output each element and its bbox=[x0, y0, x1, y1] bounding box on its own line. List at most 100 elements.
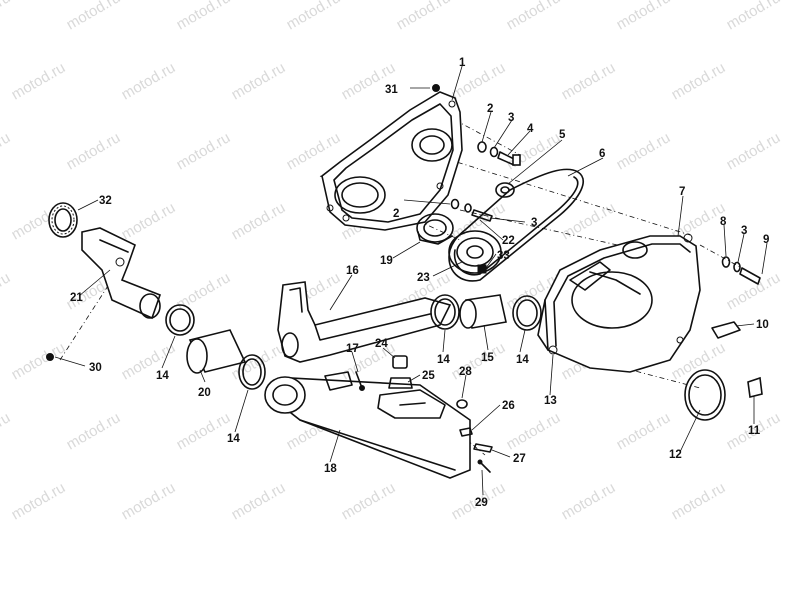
pulley-hub-23 bbox=[448, 230, 502, 274]
watermark-text-47: motod.ru bbox=[174, 409, 234, 453]
callout-14-bottom: 14 bbox=[227, 433, 240, 445]
gasket-disc-12 bbox=[684, 369, 726, 421]
leader-lines bbox=[54, 62, 768, 496]
watermark-text-7: motod.ru bbox=[724, 0, 784, 33]
callout-19: 19 bbox=[380, 255, 393, 267]
watermark-text-22: motod.ru bbox=[724, 129, 784, 173]
hose-clamp-lower-left bbox=[165, 304, 195, 336]
callout-28: 28 bbox=[459, 366, 472, 378]
watermark-text-53: motod.ru bbox=[9, 479, 69, 523]
callout-1: 1 bbox=[459, 57, 466, 69]
plug-28 bbox=[456, 399, 468, 409]
watermark-text-2: motod.ru bbox=[174, 0, 234, 33]
callout-26: 26 bbox=[502, 400, 515, 412]
watermark-text-16: motod.ru bbox=[64, 129, 124, 173]
callout-17: 17 bbox=[346, 343, 359, 355]
pin-27 bbox=[473, 443, 493, 453]
watermark-text-55: motod.ru bbox=[229, 479, 289, 523]
watermark-text-20: motod.ru bbox=[504, 129, 564, 173]
intake-duct-16 bbox=[277, 281, 452, 363]
watermark-text-58: motod.ru bbox=[559, 479, 619, 523]
callout-25: 25 bbox=[422, 370, 435, 382]
watermark-text-3: motod.ru bbox=[284, 0, 344, 33]
watermark-text-28: motod.ru bbox=[559, 199, 619, 243]
nut-31 bbox=[432, 84, 440, 92]
watermark-text-37: motod.ru bbox=[724, 269, 784, 313]
watermark-text-14: motod.ru bbox=[669, 59, 729, 103]
watermark-text-9: motod.ru bbox=[119, 59, 179, 103]
seal-32 bbox=[48, 202, 78, 238]
callout-14-left: 14 bbox=[156, 370, 169, 382]
watermark-text-0: motod.ru bbox=[0, 0, 13, 33]
callout-18: 18 bbox=[324, 463, 337, 475]
watermark-text-13: motod.ru bbox=[559, 59, 619, 103]
watermark-text-1: motod.ru bbox=[64, 0, 124, 33]
watermark-text-5: motod.ru bbox=[504, 0, 564, 33]
callout-24: 24 bbox=[375, 338, 388, 350]
watermark-text-42: motod.ru bbox=[449, 339, 509, 383]
callout-11: 11 bbox=[748, 425, 761, 437]
callout-8: 8 bbox=[720, 216, 727, 228]
watermark-text-30: motod.ru bbox=[0, 269, 13, 313]
watermark-text-56: motod.ru bbox=[339, 479, 399, 523]
silencer-18 bbox=[264, 371, 471, 479]
watermark-text-38: motod.ru bbox=[9, 339, 69, 383]
callout-15: 15 bbox=[481, 352, 494, 364]
watermark-text-39: motod.ru bbox=[119, 339, 179, 383]
inner-cover-plate bbox=[321, 91, 463, 231]
hose-15 bbox=[459, 294, 507, 329]
callout-33: 33 bbox=[497, 250, 510, 262]
watermark-text-15: motod.ru bbox=[0, 129, 13, 173]
callout-3-right: 3 bbox=[741, 225, 747, 237]
callout-9: 9 bbox=[763, 234, 769, 246]
callout-3-upper: 3 bbox=[508, 112, 514, 124]
watermark-text-59: motod.ru bbox=[669, 479, 729, 523]
watermark-text-11: motod.ru bbox=[339, 59, 399, 103]
callout-4: 4 bbox=[527, 123, 534, 135]
callout-30: 30 bbox=[89, 362, 102, 374]
callout-22: 22 bbox=[502, 235, 515, 247]
watermark-text-51: motod.ru bbox=[614, 409, 674, 453]
callout-5: 5 bbox=[559, 129, 566, 141]
callout-20: 20 bbox=[198, 387, 211, 399]
watermark-text-24: motod.ru bbox=[119, 199, 179, 243]
watermark-text-17: motod.ru bbox=[174, 129, 234, 173]
hose-20 bbox=[186, 329, 247, 374]
watermark-text-45: motod.ru bbox=[0, 409, 13, 453]
watermark-text-50: motod.ru bbox=[504, 409, 564, 453]
plate-11 bbox=[747, 376, 763, 398]
screw-17 bbox=[355, 371, 365, 391]
outer-cover-fastener-set bbox=[721, 256, 761, 285]
watermark-text-6: motod.ru bbox=[614, 0, 674, 33]
callout-12: 12 bbox=[669, 449, 682, 461]
outer-belt-cover-7 bbox=[537, 233, 701, 373]
hose-clamp-upper-left bbox=[430, 294, 460, 330]
watermark-text-25: motod.ru bbox=[229, 199, 289, 243]
watermark-text-21: motod.ru bbox=[614, 129, 674, 173]
callout-14-mid: 14 bbox=[437, 354, 450, 366]
hose-clamp-lower-right bbox=[238, 354, 266, 390]
cap-24-25 bbox=[388, 355, 413, 389]
callout-10: 10 bbox=[756, 319, 769, 331]
callout-23: 23 bbox=[417, 272, 430, 284]
callout-21: 21 bbox=[70, 292, 83, 304]
intake-pipe-21 bbox=[81, 227, 162, 320]
lower-washer-bolt-set bbox=[450, 198, 493, 222]
callout-32: 32 bbox=[99, 195, 112, 207]
callout-6: 6 bbox=[599, 148, 605, 160]
callout-2-upper: 2 bbox=[487, 103, 493, 115]
clip-10 bbox=[711, 321, 741, 339]
callout-31: 31 bbox=[385, 84, 398, 96]
hose-clamp-upper-right bbox=[512, 295, 542, 331]
watermark-text-54: motod.ru bbox=[119, 479, 179, 523]
callout-13: 13 bbox=[544, 395, 557, 407]
watermark-text-10: motod.ru bbox=[229, 59, 289, 103]
watermark-text-46: motod.ru bbox=[64, 409, 124, 453]
callout-29: 29 bbox=[475, 497, 488, 509]
callout-14-right: 14 bbox=[516, 354, 529, 366]
watermark-text-32: motod.ru bbox=[174, 269, 234, 313]
watermark-text-4: motod.ru bbox=[394, 0, 454, 33]
callout-7: 7 bbox=[679, 186, 685, 198]
seal-19 bbox=[416, 213, 454, 245]
